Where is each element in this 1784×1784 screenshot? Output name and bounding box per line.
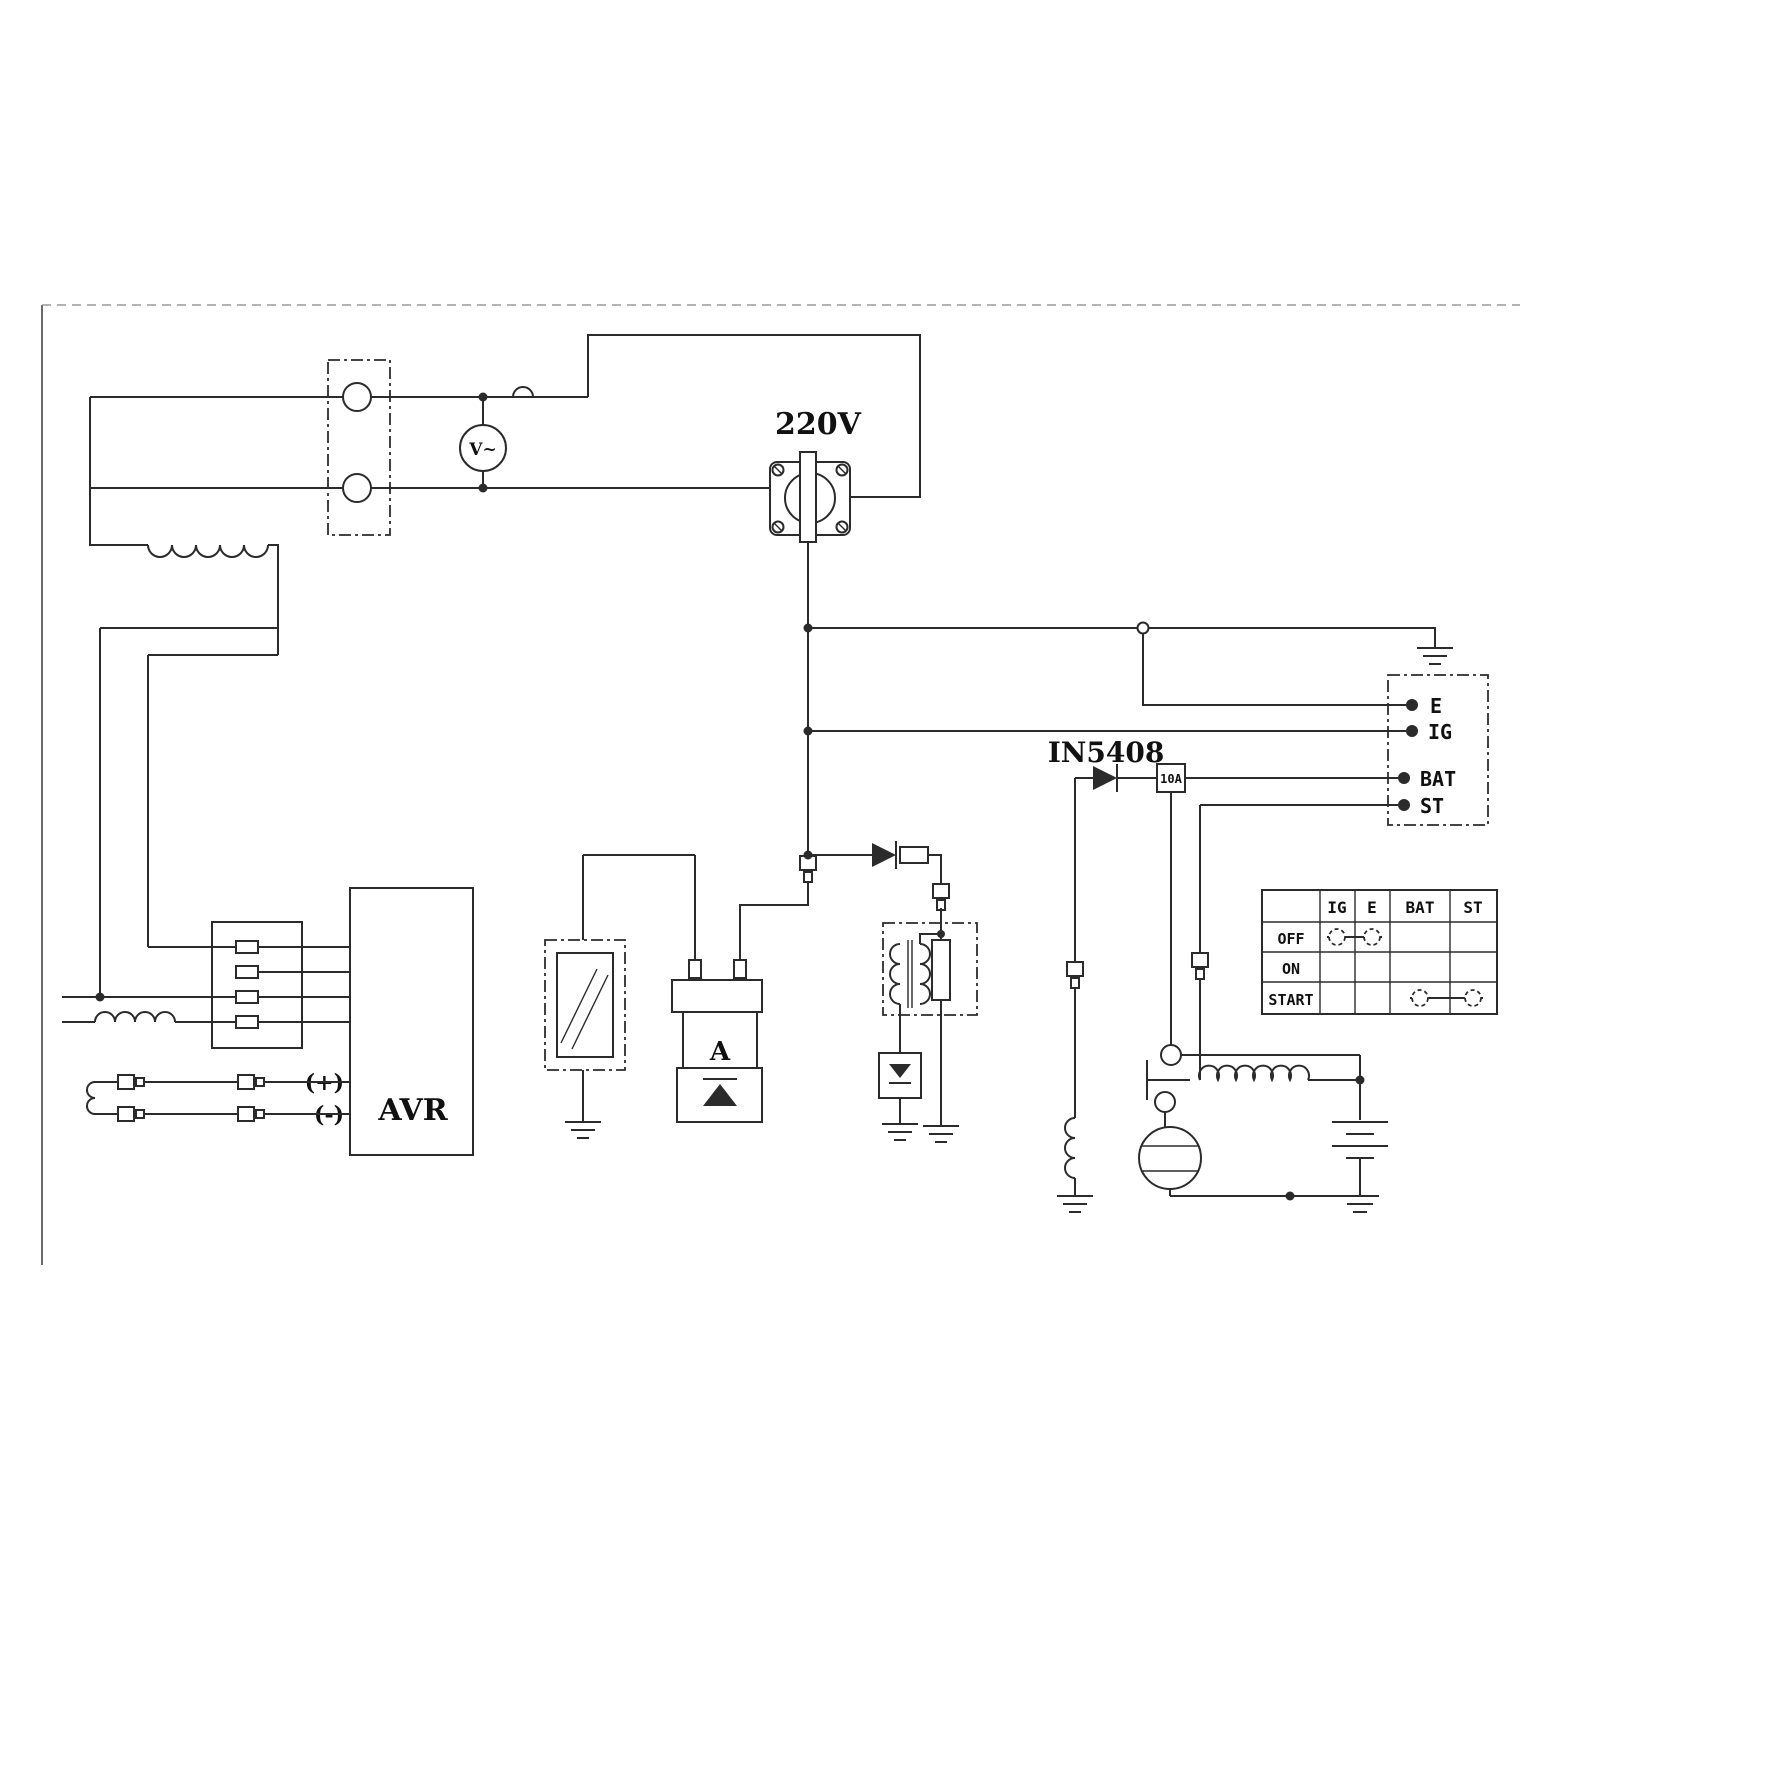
ignition-coil-icon: [878, 922, 978, 1143]
inline-connector-ring: [1136, 621, 1150, 635]
power-socket-220v: 220V: [769, 407, 862, 628]
page-frame: [41, 304, 1520, 1265]
starter-relay-icon: [1146, 1044, 1365, 1113]
diode-icon: [872, 843, 896, 867]
avr-label: AVR: [377, 1093, 448, 1128]
spark-plug-icon: [878, 1052, 922, 1099]
circuit-breaker-block: [327, 359, 391, 536]
field-winding: [86, 1074, 350, 1122]
diode-label: IN5408: [1048, 736, 1165, 769]
inline-connector: [1066, 961, 1084, 989]
fuse-label: 10A: [1160, 772, 1182, 786]
diode-module-icon: [676, 1067, 763, 1123]
generator-output-wires: [89, 334, 921, 997]
avr-connector-block: [62, 921, 350, 1049]
pin-label-ig: IG: [1428, 720, 1452, 744]
harness-wires: [803, 621, 1436, 856]
starter-circuit: [1138, 804, 1398, 1213]
table-row-on: ON: [1282, 960, 1300, 978]
plug-pin-icon: [688, 959, 747, 979]
rectifier-block: A: [671, 959, 763, 1123]
resistor-icon: [899, 846, 929, 864]
ground-icon: [565, 1121, 601, 1139]
ignition-switch-connector: E IG BAT ST: [1387, 674, 1489, 826]
battery-icon: [1332, 1055, 1388, 1196]
table-col-ig: IG: [1327, 898, 1346, 917]
plug-pin-icon: [235, 940, 259, 1029]
pin-label-e: E: [1430, 694, 1442, 718]
ammeter-label: A: [709, 1037, 731, 1067]
socket-voltage-label: 220V: [775, 407, 862, 442]
socket-screw-icons: [771, 463, 849, 534]
regulator-box: [544, 854, 696, 1139]
fuse-10a: 10A: [1156, 763, 1186, 793]
fuse-icon: [512, 386, 534, 398]
table-row-off: OFF: [1277, 930, 1304, 948]
starter-motor-icon: [1138, 1112, 1360, 1201]
pin-label-st: ST: [1420, 794, 1444, 818]
table-connection-start-bat-st: [1410, 989, 1483, 1007]
ground-icon: [1341, 1195, 1379, 1213]
inline-connector: [932, 883, 950, 911]
table-col-bat: BAT: [1406, 898, 1435, 917]
table-col-e: E: [1367, 898, 1377, 917]
ground-icon: [1057, 1195, 1093, 1213]
diode-icon: [1093, 766, 1117, 790]
ground-icon: [923, 1125, 959, 1143]
switch-position-table: IG E BAT ST OFF ON START: [1261, 889, 1498, 1015]
inline-connector: [117, 1074, 265, 1122]
table-row-start: START: [1268, 991, 1313, 1009]
main-winding-coil: [147, 544, 269, 558]
inline-connector: [799, 855, 817, 883]
table-col-st: ST: [1463, 898, 1482, 917]
pin-label-bat: BAT: [1420, 767, 1456, 791]
voltmeter-label: V~: [468, 440, 496, 460]
inline-connector: [1191, 952, 1209, 980]
charging-diode-branch: IN5408 10A: [1048, 736, 1398, 1213]
voltmeter-icon: V~: [459, 392, 507, 493]
sense-coil: [94, 1011, 176, 1023]
table-connection-off-ig-e: [1327, 928, 1382, 946]
ignition-feed-wires: [739, 841, 950, 960]
ground-icon: [1417, 647, 1453, 665]
charge-coil: [1064, 1117, 1076, 1179]
ground-icon: [882, 1123, 918, 1141]
